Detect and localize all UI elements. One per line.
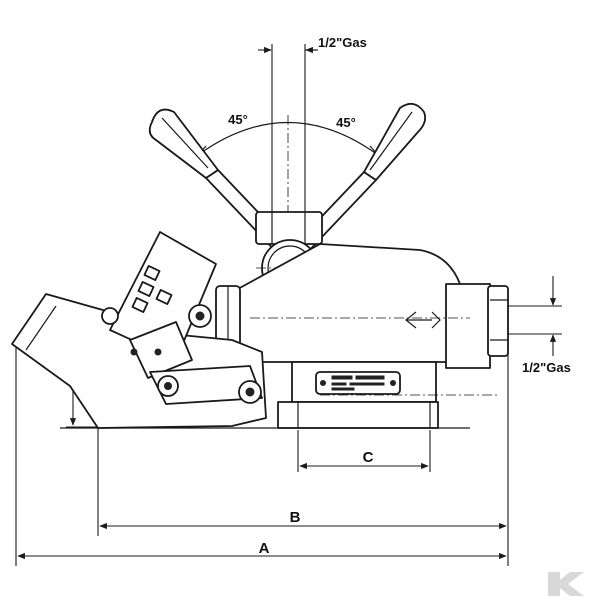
side-port-label: 1/2"Gas bbox=[522, 360, 571, 375]
dim-b-label: B bbox=[290, 509, 301, 526]
dimension-c bbox=[297, 430, 431, 472]
k-logo-icon bbox=[548, 572, 584, 596]
dim-c-label: C bbox=[363, 449, 374, 466]
angle-left-label: 45° bbox=[228, 112, 248, 127]
angle-right-label: 45° bbox=[336, 115, 356, 130]
linkage-bracket bbox=[11, 231, 267, 429]
top-port-label: 1/2"Gas bbox=[318, 35, 367, 50]
name-plate bbox=[315, 371, 401, 395]
dim-a-label: A bbox=[259, 540, 270, 557]
